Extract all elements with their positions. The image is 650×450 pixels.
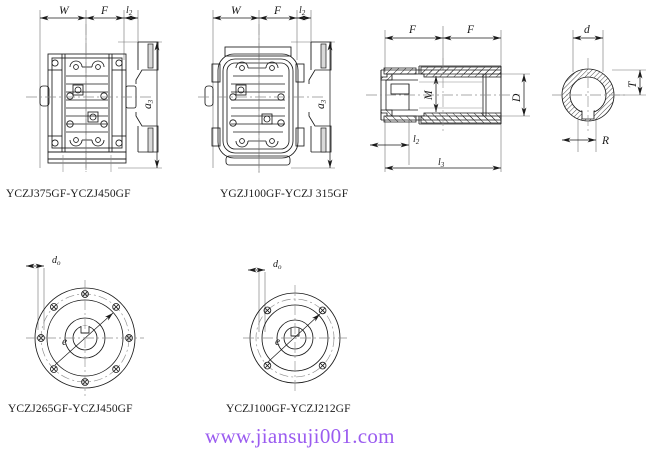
dim-label-e-fig5: e <box>62 336 67 348</box>
figure-hollow-shaft-section <box>366 26 530 172</box>
site-watermark: www.jiansuji001.com <box>205 424 395 448</box>
caption-figure-top-right: YGZJ100GF-YCZJ 315GF <box>220 188 349 200</box>
dim-label-D-fig3: D <box>511 93 523 103</box>
dim-label-T-fig4: T <box>627 80 639 88</box>
caption-figure-bottom-left: YCZJ265GF-YCZJ450GF <box>8 403 133 415</box>
dim-label-l3-fig3: l3 <box>438 157 445 169</box>
figure-flange-4-hole <box>243 267 347 391</box>
dim-label-F1-fig3: F <box>408 24 417 36</box>
dim-label-a3-fig1: a3 <box>142 99 155 109</box>
dim-label-a3-fig2: a3 <box>315 99 328 109</box>
figure-flange-8-hole <box>26 263 144 396</box>
figure-gearbox-rounded-housing <box>198 10 335 174</box>
caption-figure-bottom-right: YCZJ100GF-YCZJ212GF <box>226 403 351 415</box>
dim-label-e-fig6: e <box>275 336 280 348</box>
dim-label-R-fig4: R <box>601 135 609 147</box>
figure-gearbox-square-housing <box>26 10 162 172</box>
dim-label-l2-fig1: l2 <box>126 5 133 17</box>
figure-hollow-shaft-end-view <box>552 30 646 152</box>
dim-label-F-fig2: F <box>273 5 282 17</box>
dim-label-l2-fig3: l2 <box>413 134 420 146</box>
dim-label-d0-fig5: do <box>52 255 61 267</box>
dim-label-F2-fig3: F <box>466 24 475 36</box>
dim-label-W-fig1: W <box>59 5 70 17</box>
caption-figure-top-left: YCZJ375GF-YCZJ450GF <box>6 188 131 200</box>
dim-label-d0-fig6: do <box>273 259 282 271</box>
dim-label-l2-fig2: l2 <box>299 5 306 17</box>
dim-label-M-fig3: M <box>423 89 435 101</box>
dim-label-F-fig1: F <box>100 5 109 17</box>
dim-label-W-fig2: W <box>231 5 242 17</box>
dim-label-d-fig4: d <box>584 24 590 36</box>
